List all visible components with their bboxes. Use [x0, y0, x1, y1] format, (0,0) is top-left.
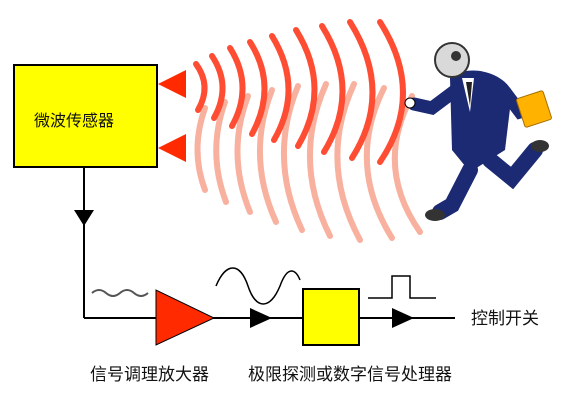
emitter-bottom-icon: [158, 134, 186, 162]
running-businessman-icon: [404, 42, 552, 221]
sensor-label: 微波传感器: [34, 111, 115, 130]
control-switch-label: 控制开关: [471, 309, 539, 329]
processor-label: 极限探测或数字信号处理器: [248, 365, 452, 385]
outgoing-waves: [193, 19, 406, 165]
processor-box: [302, 288, 360, 346]
amplifier-label: 信号调理放大器: [90, 365, 209, 385]
raw-signal-waveform: [91, 289, 149, 297]
amplifier-icon: [155, 289, 216, 346]
right-arrow-icon: [250, 308, 272, 328]
reflected-waves: [194, 81, 423, 243]
emitter-top-icon: [158, 70, 186, 98]
amplified-waveform: [215, 267, 301, 305]
sensor-box: [13, 64, 158, 168]
down-arrow-icon: [74, 210, 94, 226]
pulse-waveform: [368, 275, 436, 299]
output-arrow-icon: [392, 308, 414, 328]
